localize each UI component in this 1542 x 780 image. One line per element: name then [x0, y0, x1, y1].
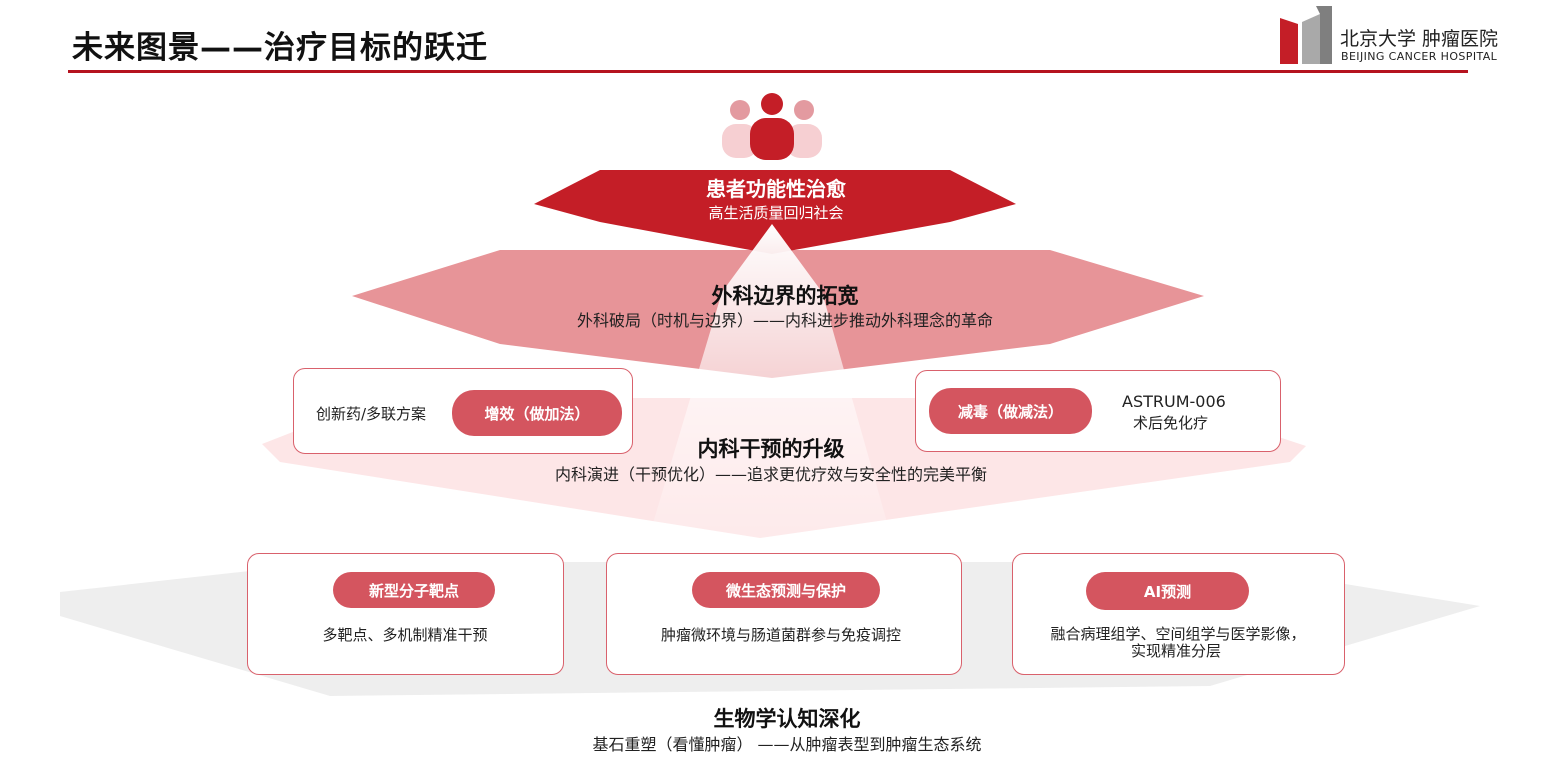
- surgery-level-subtitle: 外科破局（时机与边界）——内科进步推动外科理念的革命: [576, 311, 994, 330]
- title-underline: [68, 70, 1468, 73]
- people-group-icon: [722, 93, 822, 160]
- surgery-level-title: 外科边界的拓宽: [711, 284, 859, 308]
- biology-level-title: 生物学认知深化: [713, 707, 861, 731]
- astrum-trial-name: ASTRUM-006: [1122, 392, 1226, 411]
- biology-level-subtitle: 基石重塑（看懂肿瘤） ——从肿瘤表型到肿瘤生态系统: [592, 735, 982, 754]
- microecology-text: 肿瘤微环境与肠道菌群参与免疫调控: [660, 626, 902, 644]
- microecology-pill: 微生态预测与保护: [692, 572, 880, 608]
- molecular-target-pill: 新型分子靶点: [333, 572, 495, 608]
- top-layer-shape: [534, 170, 1016, 254]
- ai-prediction-text-line2: 实现精准分层: [1130, 642, 1222, 660]
- top-level-subtitle: 高生活质量回归社会: [708, 204, 844, 222]
- logo-english-name: BEIJING CANCER HOSPITAL: [1341, 50, 1498, 63]
- molecular-target-text: 多靶点、多机制精准干预: [322, 626, 488, 644]
- ai-prediction-pill: AI预测: [1086, 572, 1249, 610]
- efficacy-pill: 增效（做加法）: [452, 390, 622, 436]
- ai-prediction-text-line1: 融合病理组学、空间组学与医学影像，: [1050, 625, 1306, 643]
- logo-chinese-name: 北京大学 肿瘤医院: [1340, 28, 1499, 50]
- pku-logo-icon: [1280, 6, 1332, 64]
- top-level-title: 患者功能性治愈: [706, 177, 846, 201]
- toxicity-reduction-pill: 减毒（做减法）: [929, 388, 1092, 434]
- medicine-level-title: 内科干预的升级: [697, 437, 845, 461]
- medicine-level-subtitle: 内科演进（干预优化）——追求更优疗效与安全性的完美平衡: [554, 465, 988, 484]
- astrum-trial-desc: 术后免化疗: [1133, 414, 1209, 432]
- upward-arrow-shape: [648, 224, 892, 540]
- page-title: 未来图景——治疗目标的跃迁: [72, 30, 488, 66]
- efficacy-box-text: 创新药/多联方案: [316, 405, 427, 423]
